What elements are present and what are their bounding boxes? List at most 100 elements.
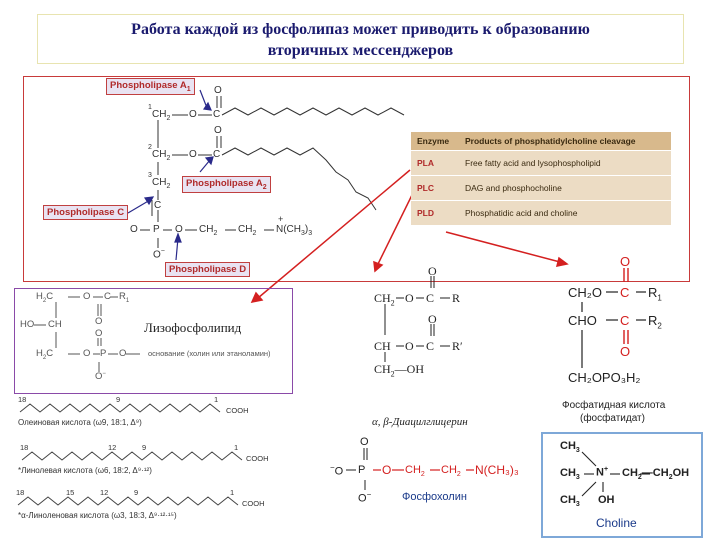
header-products: Products of phosphatidylcholine cleavage [459, 132, 671, 151]
ester-o-2: O [189, 149, 197, 160]
phosphatidylcholine-frame [23, 76, 690, 282]
row-products: DAG and phosphocholine [459, 175, 671, 201]
pa-caption-2: (фосфатидат) [580, 413, 645, 424]
fa3-caption: *α-Линоленовая кислота (ω3, 18:3, Δ⁹·¹²·… [18, 511, 177, 520]
dag-r: R [452, 291, 461, 305]
dag-o-mid: O [428, 312, 437, 326]
table-header-row: Enzyme Products of phosphatidylcholine c… [411, 132, 671, 151]
fa1-num-9: 9 [116, 395, 121, 404]
phospholipase-a1-label: Phospholipase A1 [106, 78, 195, 95]
dag-o-2: O [405, 339, 414, 353]
row-products: Phosphatidic acid and choline [459, 200, 671, 226]
fa3-num-15: 15 [66, 488, 75, 497]
fa2-end: COOH [246, 454, 269, 463]
choline-ch2-a: CH2 [199, 224, 218, 237]
fa3-num-1: 1 [230, 488, 235, 497]
pa-o-top: O [620, 254, 631, 269]
ester-o-1: O [189, 109, 197, 120]
pa-c1: C [620, 285, 630, 300]
lyso-h2c-bottom: H2C [36, 348, 54, 361]
pc-ch2-a: CH2 [405, 464, 425, 479]
row-products: Free fatty acid and lysophospholipid [459, 150, 671, 176]
table-row: PLC DAG and phosphocholine [411, 175, 671, 201]
phospholipase-d-label: Phospholipase D [165, 262, 251, 277]
lyso-o-3: O [119, 348, 127, 359]
fa2-caption: *Линолевая кислота (ω6, 18:2, Δ⁹·¹²) [18, 466, 152, 475]
lyso-o-minus: O− [95, 371, 106, 383]
choline-n: N+ [596, 466, 609, 479]
choline-ch2ch2oh: CH2—CH2OH [622, 467, 690, 482]
fa1-num-1: 1 [214, 395, 219, 404]
enzyme-products-table: Enzyme Products of phosphatidylcholine c… [411, 132, 671, 226]
slide-title: Работа каждой из фосфолипаз может привод… [37, 14, 684, 64]
fa3-num-9: 9 [134, 488, 139, 497]
choline-ch2-b: CH2 [238, 224, 257, 237]
dag-o-1: O [405, 291, 414, 305]
pc-o-minus-left: −O [330, 463, 344, 478]
row-enzyme: PLA [411, 150, 459, 176]
choline-ch3-1: CH3 [560, 440, 580, 455]
fa2-num-9: 9 [142, 443, 147, 452]
dag-caption: α, β-Диацилглицерин [372, 416, 468, 428]
pc-n-group: N(CH₃)₃ [475, 463, 519, 477]
fa3-num-18: 18 [16, 488, 25, 497]
lysophospholipid-label: Лизофосфолипид [144, 320, 242, 335]
fa2-num-12: 12 [108, 443, 117, 452]
row-enzyme: PLC [411, 175, 459, 201]
choline-oh: OH [598, 494, 615, 506]
fa1-num-18: 18 [18, 395, 27, 404]
pa-c2: C [620, 313, 630, 328]
pc-o-minus-bottom: O− [358, 490, 372, 505]
lysophospholipid-box [14, 288, 293, 394]
pa-ch2o: CH₂O [568, 285, 602, 300]
fa2-num-18: 18 [20, 443, 29, 452]
dag-o-top: O [428, 264, 437, 278]
table-row: PLA Free fatty acid and lysophospholipid [411, 150, 671, 176]
fa3-num-12: 12 [100, 488, 109, 497]
carbon-2-number: 2 [148, 144, 152, 151]
lyso-h2c-top: H2C [36, 291, 54, 304]
carbon-3-number: 3 [148, 172, 152, 179]
phosphate-c-o: C [154, 200, 162, 211]
dag-c-2: C [426, 339, 435, 353]
pa-caption-1: Фосфатидная кислота [562, 400, 666, 411]
row-enzyme: PLD [411, 200, 459, 226]
choline-caption: Choline [596, 516, 637, 530]
pa-r2: R2 [648, 313, 662, 331]
lyso-r1: R1 [119, 291, 130, 304]
lyso-o-1: O [83, 291, 91, 302]
pa-o-bottom: O [620, 344, 631, 359]
plus-charge: + [278, 214, 284, 224]
lyso-ch: CH [48, 319, 62, 330]
choline-ch3-3: CH3 [560, 494, 580, 509]
fa1-end: COOH [226, 406, 249, 415]
phosphate-o-left: O [130, 224, 138, 235]
phosphate-o-bottom: O− [153, 248, 165, 261]
pc-ch2-b: CH2 [441, 464, 461, 479]
phosphocholine-caption: Фосфохолин [402, 491, 467, 503]
ester-c-2: C [213, 149, 221, 160]
lyso-o-top-p: O [95, 328, 103, 339]
fa1-caption: Олеиновая кислота (ω9, 18:1, Δ⁹) [18, 418, 142, 427]
ester-c-1: C [213, 109, 221, 120]
dag-ch2-top: CH2 [374, 291, 395, 308]
fa2-num-1: 1 [234, 443, 239, 452]
phospholipase-c-label: Phospholipase C [43, 205, 129, 220]
phosphorus: P [153, 224, 160, 235]
dag-c-1: C [426, 291, 435, 305]
table-row: PLD Phosphatidic acid and choline [411, 200, 671, 226]
carbonyl-o-2: O [214, 125, 222, 136]
lyso-p: P [100, 348, 107, 359]
header-enzyme: Enzyme [411, 132, 459, 151]
pa-cho: CHO [568, 313, 597, 328]
pc-o-top: O [360, 436, 369, 448]
phosphate-o-right: O [175, 224, 183, 235]
pa-ch2opo3h2: CH₂OPO₃H₂ [568, 370, 641, 385]
fa3-end: COOH [242, 499, 265, 508]
lysophospholipid-note: основание (холин или этаноламин) [148, 349, 271, 358]
dag-r-prime: R′ [452, 339, 463, 353]
pa-r1: R1 [648, 285, 662, 303]
carbon-1-label: CH2 [152, 109, 171, 122]
trimethylammonium: N(CH3)3 [276, 224, 313, 237]
